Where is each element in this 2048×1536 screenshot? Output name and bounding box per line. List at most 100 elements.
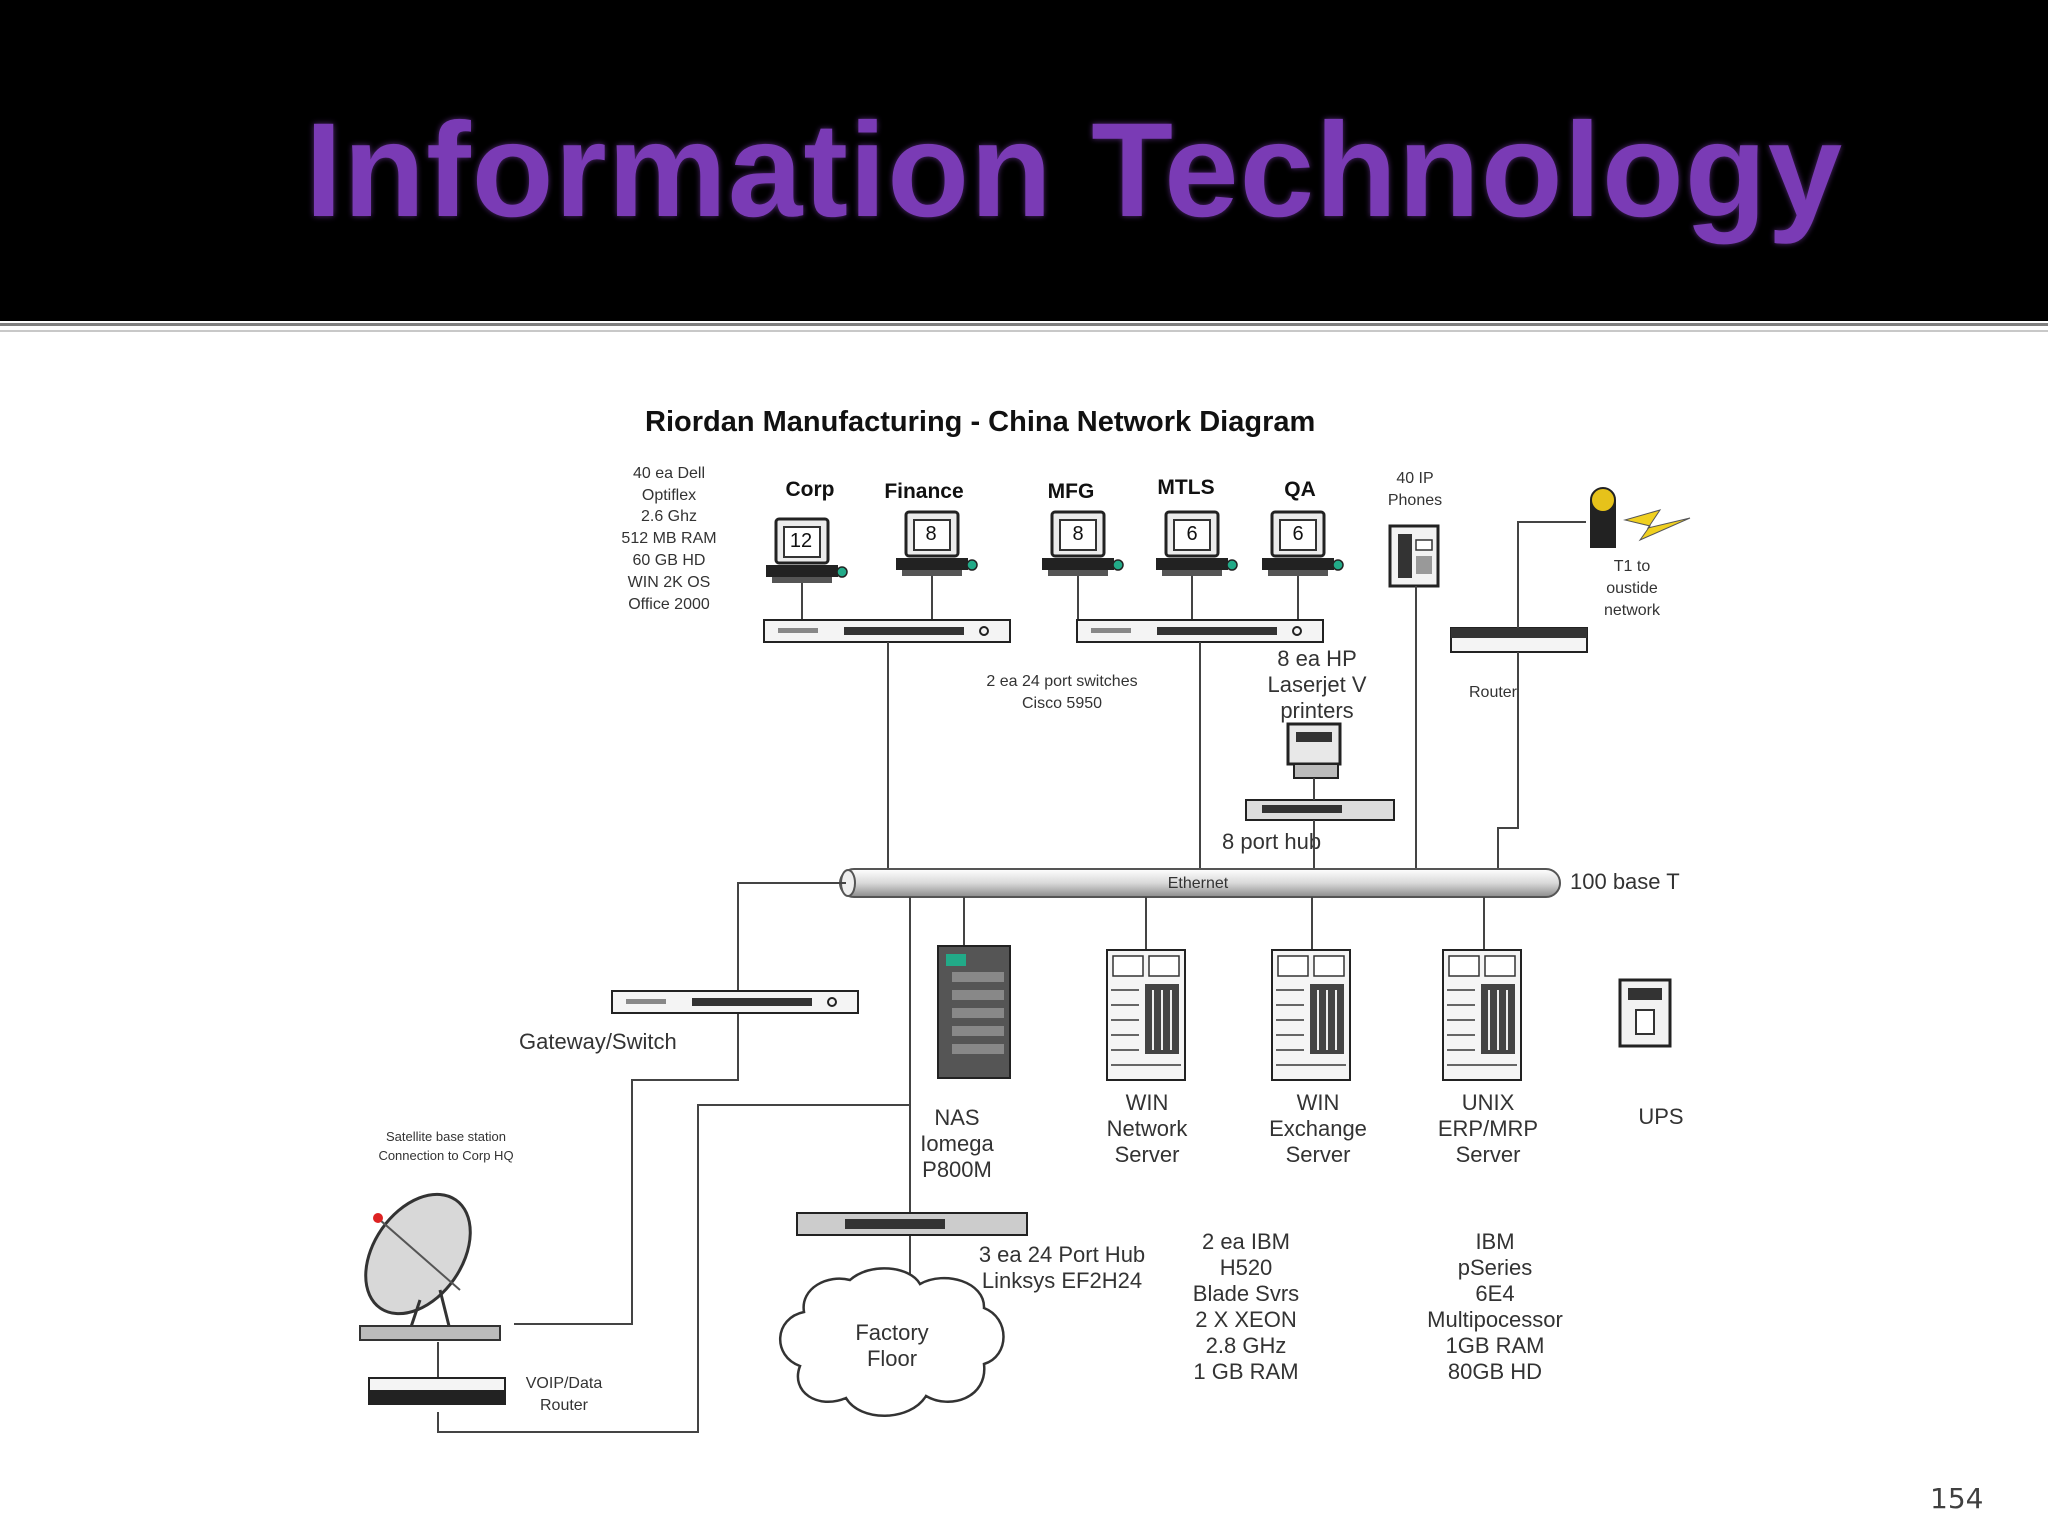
- pc-spec-line: WIN 2K OS: [628, 574, 711, 591]
- diagram-title: Riordan Manufacturing - China Network Di…: [645, 406, 1315, 438]
- dept-label: Finance: [884, 480, 963, 503]
- dept-label: Corp: [786, 478, 835, 501]
- hub-8-label: 8 port hub: [1222, 829, 1321, 854]
- pc-connectors: [801, 576, 1299, 620]
- page-number: 154: [1930, 1482, 1984, 1515]
- pc-count: 6: [1292, 523, 1303, 545]
- switches-label: Cisco 5950: [1022, 695, 1102, 712]
- server-label: Server: [1286, 1142, 1351, 1167]
- pc-spec-line: Office 2000: [628, 596, 710, 613]
- t1-label: network: [1604, 602, 1661, 619]
- spec-line: 1 GB RAM: [1193, 1359, 1298, 1384]
- server-label: WIN: [1126, 1090, 1169, 1115]
- server-label: ERP/MRP: [1438, 1116, 1538, 1141]
- nas-device-icon: [937, 945, 1011, 1079]
- satellite-label: Connection to Corp HQ: [378, 1148, 513, 1163]
- server-label: Server: [1456, 1142, 1521, 1167]
- pc-count: 8: [925, 523, 936, 545]
- switch-icon: [763, 619, 1011, 643]
- switches-label: 2 ea 24 port switches: [986, 673, 1137, 690]
- router-icon: [1450, 627, 1588, 653]
- pc-spec-line: 60 GB HD: [633, 552, 706, 569]
- spec-line: 2.8 GHz: [1206, 1333, 1287, 1358]
- t1-tower-icon: [1590, 487, 1691, 548]
- printer-icon: [1286, 722, 1342, 779]
- pc-count: 12: [790, 530, 812, 552]
- department-qa: QA 6: [1260, 478, 1345, 578]
- factory-label: Floor: [867, 1346, 917, 1371]
- pc-spec-line: 2.6 Ghz: [641, 508, 697, 525]
- pc-spec-line: 40 ea Dell: [633, 465, 705, 482]
- spec-line: H520: [1220, 1255, 1273, 1280]
- ibm-pseries-spec: IBM pSeries 6E4 Multipocessor 1GB RAM 80…: [1427, 1229, 1563, 1384]
- t1-label: T1 to: [1614, 558, 1651, 575]
- server-icon: [1106, 949, 1186, 1081]
- factory-floor-cloud-icon: [779, 1267, 1005, 1417]
- spec-line: 2 ea IBM: [1202, 1229, 1290, 1254]
- pc-count: 6: [1186, 523, 1197, 545]
- voip-label: Router: [540, 1397, 589, 1414]
- ethernet-label: Ethernet: [1168, 875, 1229, 892]
- spec-line: 6E4: [1475, 1281, 1514, 1306]
- department-finance: Finance 8: [884, 480, 979, 578]
- divider-rule: [0, 323, 2048, 326]
- spec-line: 80GB HD: [1448, 1359, 1542, 1384]
- lower-connectors: [437, 882, 1485, 1433]
- hub-24-label: 3 ea 24 Port Hub: [979, 1242, 1145, 1267]
- server-icon: [1442, 949, 1522, 1081]
- nas-label: NAS: [934, 1105, 979, 1130]
- printers-label: Laserjet V: [1267, 672, 1366, 697]
- switch-icon: [1076, 619, 1324, 643]
- spec-line: IBM: [1475, 1229, 1514, 1254]
- department-corp: Corp 12: [764, 478, 849, 585]
- factory-label: Factory: [855, 1320, 928, 1345]
- ip-phones-label: 40 IP: [1396, 470, 1433, 487]
- dept-label: MFG: [1048, 480, 1095, 503]
- printers-label: printers: [1280, 698, 1353, 723]
- nas-label: P800M: [922, 1157, 992, 1182]
- ups-icon: [1618, 978, 1672, 1048]
- voip-label: VOIP/Data: [526, 1375, 603, 1392]
- pc-specs: 40 ea Dell Optiflex 2.6 Ghz 512 MB RAM 6…: [621, 465, 716, 613]
- hub-24-label: Linksys EF2H24: [982, 1268, 1142, 1293]
- divider-rule-light: [0, 330, 2048, 332]
- pc-spec-line: 512 MB RAM: [621, 530, 716, 547]
- department-mfg: MFG 8: [1040, 480, 1125, 578]
- gateway-label: Gateway/Switch: [519, 1029, 677, 1054]
- satellite-dish-icon: [359, 1192, 501, 1341]
- base-label: 100 base T: [1570, 869, 1680, 894]
- dept-label: QA: [1284, 478, 1316, 501]
- department-mtls: MTLS 6: [1154, 476, 1239, 578]
- router-label: Router: [1469, 684, 1518, 701]
- pc-count: 8: [1072, 523, 1083, 545]
- spec-line: 2 X XEON: [1195, 1307, 1296, 1332]
- spec-line: 1GB RAM: [1445, 1333, 1544, 1358]
- server-label: Server: [1115, 1142, 1180, 1167]
- t1-label: oustide: [1606, 580, 1658, 597]
- hub-8-port-icon: [1245, 799, 1395, 821]
- voip-router-icon: [368, 1377, 506, 1405]
- server-label: UNIX: [1462, 1090, 1515, 1115]
- spec-line: Blade Svrs: [1193, 1281, 1299, 1306]
- gateway-switch-icon: [611, 990, 859, 1014]
- title-bar: [0, 0, 2048, 321]
- hub-24-port-icon: [796, 1212, 1028, 1236]
- ibm-blades-spec: 2 ea IBM H520 Blade Svrs 2 X XEON 2.8 GH…: [1193, 1229, 1299, 1384]
- slide-title: Information Technology: [305, 96, 1844, 245]
- printers-label: 8 ea HP: [1277, 646, 1357, 671]
- spec-line: Multipocessor: [1427, 1307, 1563, 1332]
- satellite-label: Satellite base station: [386, 1129, 506, 1144]
- nas-label: Iomega: [920, 1131, 994, 1156]
- spec-line: pSeries: [1458, 1255, 1533, 1280]
- server-icon: [1271, 949, 1351, 1081]
- dept-label: MTLS: [1157, 476, 1214, 499]
- server-label: Network: [1107, 1116, 1189, 1141]
- server-label: WIN: [1297, 1090, 1340, 1115]
- server-label: Exchange: [1269, 1116, 1367, 1141]
- ethernet-backbone: Ethernet: [839, 868, 1561, 898]
- phone-icon: [1388, 524, 1440, 588]
- backbone-connectors: [887, 521, 1586, 872]
- pc-spec-line: Optiflex: [642, 487, 696, 504]
- ups-label: UPS: [1638, 1104, 1683, 1129]
